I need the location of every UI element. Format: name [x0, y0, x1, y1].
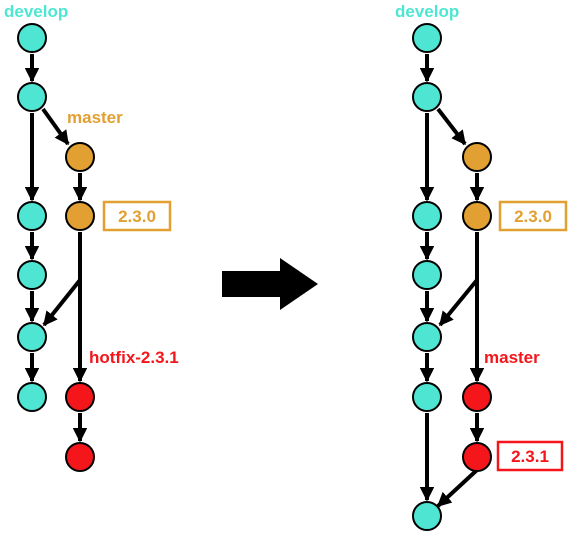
master-commit-node [65, 201, 95, 231]
edge [42, 278, 82, 327]
develop-commit-node [412, 23, 442, 53]
develop-commit-node [17, 82, 47, 112]
hotfix-commit-node [462, 382, 492, 412]
develop-commit-node [412, 82, 442, 112]
master-commit-node [462, 201, 492, 231]
develop-commit-node [412, 322, 442, 352]
master-branch-label: master [484, 348, 540, 367]
tag-2-3-1: 2.3.1 [496, 440, 564, 472]
develop-branch-label: develop [4, 2, 68, 21]
hotfix-commit-node [65, 382, 95, 412]
edge [436, 468, 479, 508]
right-arrow-icon [222, 258, 318, 310]
tag-box [498, 200, 568, 232]
hotfix-branch-label: hotfix-2.3.1 [89, 348, 179, 367]
edge [438, 278, 479, 327]
develop-merge-commit-node [412, 501, 442, 531]
tag-box [102, 200, 172, 232]
master-commit-node [65, 142, 95, 172]
tag-label: 2.3.0 [514, 207, 552, 226]
left-nodes [17, 23, 95, 472]
edge [436, 107, 467, 146]
develop-commit-node [412, 382, 442, 412]
develop-commit-node [17, 382, 47, 412]
tag-2-3-0: 2.3.0 [498, 200, 568, 232]
tag-label: 2.3.1 [511, 447, 549, 466]
develop-commit-node [412, 260, 442, 290]
develop-commit-node [17, 322, 47, 352]
edge [41, 107, 70, 146]
tag-label: 2.3.0 [118, 207, 156, 226]
tag-box [496, 440, 564, 472]
develop-commit-node [17, 201, 47, 231]
develop-commit-node [17, 23, 47, 53]
develop-commit-node [17, 260, 47, 290]
right-diagram: develop 2.3.0 master 2.3.1 [395, 2, 568, 531]
tag-2-3-0: 2.3.0 [102, 200, 172, 232]
develop-commit-node [412, 201, 442, 231]
right-nodes [412, 23, 492, 531]
hotfix-commit-node [462, 442, 492, 472]
left-diagram: develop master 2.3.0 hotfix-2.3.1 [4, 2, 179, 472]
develop-branch-label: develop [395, 2, 459, 21]
master-commit-node [462, 142, 492, 172]
hotfix-commit-node [65, 442, 95, 472]
left-edges [24, 54, 88, 443]
right-edges [419, 54, 485, 508]
master-branch-label: master [67, 108, 123, 127]
